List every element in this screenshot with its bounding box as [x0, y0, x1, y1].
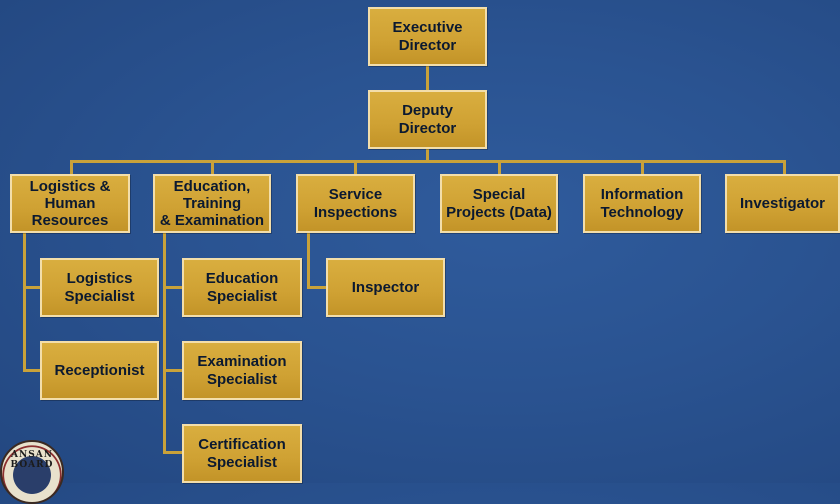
department-label-special-projects-data: Special Projects (Data): [446, 186, 552, 221]
connector-deputy-to-bus: [426, 149, 429, 163]
department-box-service-inspections: Service Inspections: [296, 174, 415, 233]
connector-department-bus: [70, 160, 786, 163]
connector-education-branch-vertical: [163, 232, 166, 453]
department-label-information-technology: Information Technology: [600, 186, 684, 221]
department-label-investigator: Investigator: [739, 194, 826, 212]
connector-bus-to-service: [354, 160, 357, 175]
staff-box-receptionist: Receptionist: [40, 341, 159, 400]
connector-logistics-branch-vertical: [23, 232, 26, 371]
connector-logistics-to-specialist: [23, 286, 40, 289]
connector-exec-to-deputy: [426, 65, 429, 91]
seal-text: ANSAN BOARD: [10, 450, 54, 470]
connector-bus-to-education: [211, 160, 214, 175]
department-box-special-projects-data: Special Projects (Data): [440, 174, 558, 233]
executive-director-box: Executive Director: [368, 7, 487, 66]
staff-label-certification-specialist: Certification Specialist: [198, 436, 286, 471]
department-box-education-training-examination: Education, Training & Examination: [153, 174, 271, 233]
connector-service-to-inspector: [307, 286, 326, 289]
org-chart: Executive Director Deputy Director Logis…: [0, 7, 840, 504]
department-label-education-training-examination: Education, Training & Examination: [159, 177, 265, 230]
connector-service-branch-vertical: [307, 232, 310, 288]
connector-education-to-certification-specialist: [163, 451, 182, 454]
connector-education-to-examination-specialist: [163, 369, 182, 372]
department-box-investigator: Investigator: [725, 174, 840, 233]
staff-label-examination-specialist: Examination Specialist: [197, 353, 287, 388]
department-label-service-inspections: Service Inspections: [313, 186, 398, 221]
connector-bus-to-logistics: [70, 160, 73, 175]
staff-box-logistics-specialist: Logistics Specialist: [40, 258, 159, 317]
deputy-director-box: Deputy Director: [368, 90, 487, 149]
executive-director-label: Executive Director: [392, 19, 463, 54]
connector-logistics-to-receptionist: [23, 369, 40, 372]
staff-box-education-specialist: Education Specialist: [182, 258, 302, 317]
connector-bus-to-investigator: [783, 160, 786, 175]
staff-label-education-specialist: Education Specialist: [205, 270, 279, 305]
department-label-logistics-human-resources: Logistics & Human Resources: [29, 177, 111, 230]
department-box-information-technology: Information Technology: [583, 174, 701, 233]
organization-seal: ANSAN BOARD: [0, 440, 64, 504]
staff-box-certification-specialist: Certification Specialist: [182, 424, 302, 483]
connector-bus-to-special-projects: [498, 160, 501, 175]
connector-bus-to-information-technology: [641, 160, 644, 175]
staff-label-receptionist: Receptionist: [54, 361, 145, 379]
connector-education-to-education-specialist: [163, 286, 182, 289]
staff-box-examination-specialist: Examination Specialist: [182, 341, 302, 400]
department-box-logistics-human-resources: Logistics & Human Resources: [10, 174, 130, 233]
staff-label-logistics-specialist: Logistics Specialist: [64, 270, 135, 305]
deputy-director-label: Deputy Director: [398, 102, 457, 137]
staff-label-inspector: Inspector: [351, 278, 420, 296]
staff-box-inspector: Inspector: [326, 258, 445, 317]
